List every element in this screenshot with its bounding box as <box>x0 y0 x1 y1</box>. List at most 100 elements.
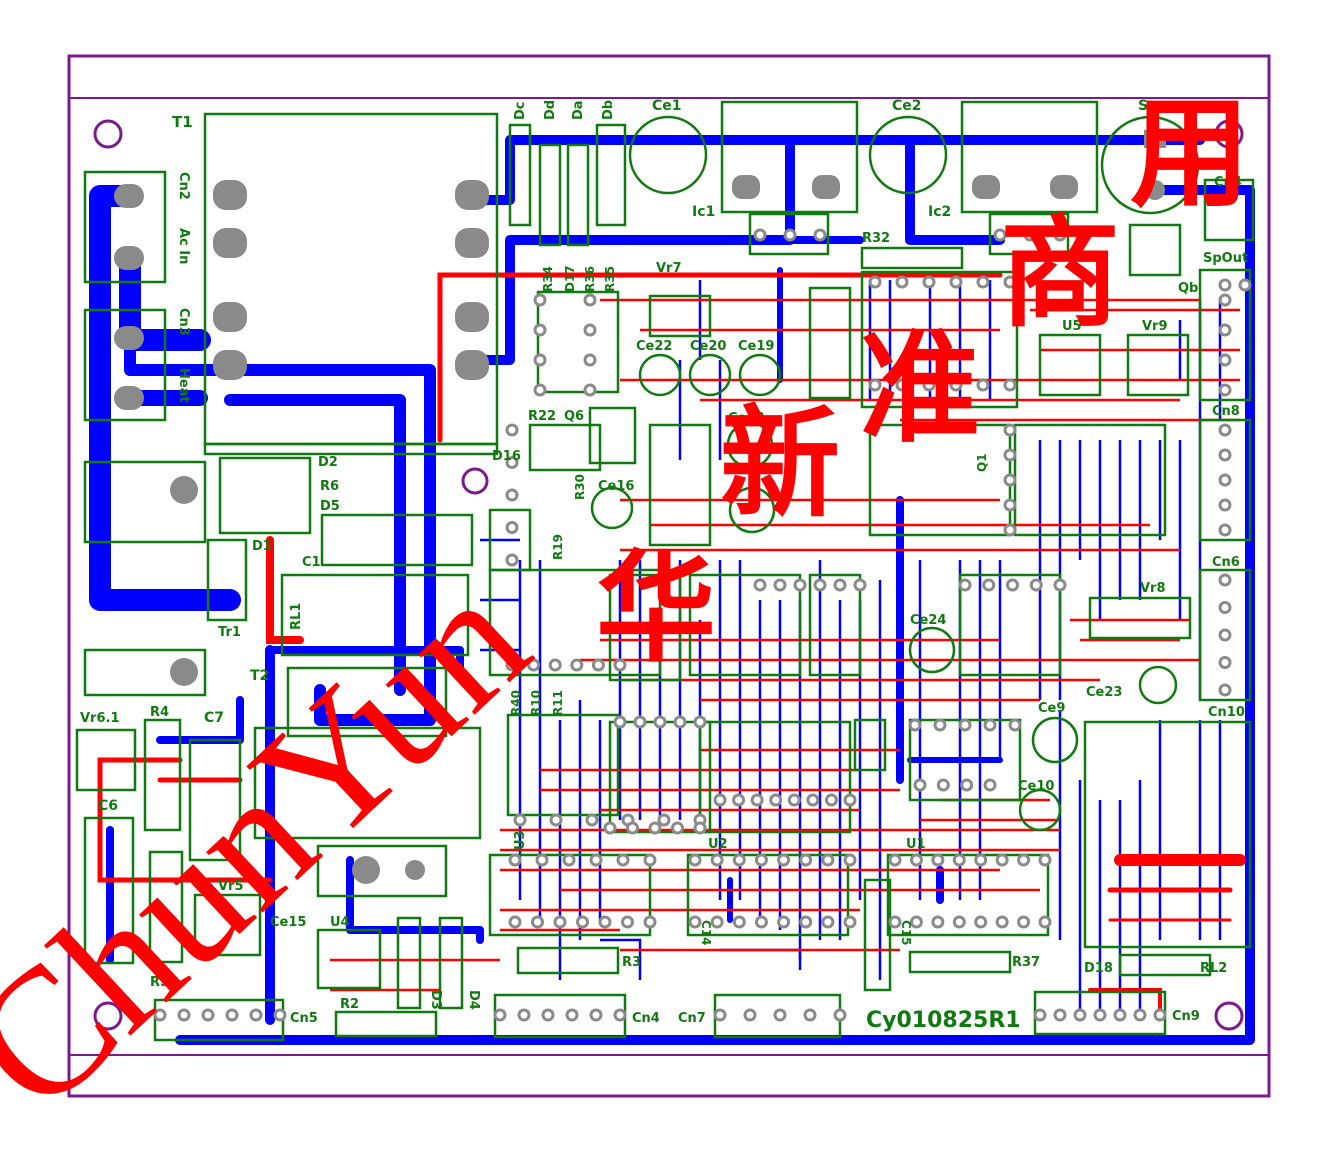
pad <box>806 793 820 807</box>
label-Db: Db <box>601 100 616 120</box>
pad <box>621 915 634 929</box>
pad <box>1003 473 1017 487</box>
pad <box>793 578 807 592</box>
label-D4: D4 <box>466 990 481 1010</box>
pad <box>1218 278 1232 292</box>
pad <box>225 1008 239 1022</box>
pad <box>732 793 746 807</box>
label-R30: R30 <box>573 474 587 500</box>
pad <box>868 378 882 392</box>
top-copper-traces <box>97 272 1246 1012</box>
label-Ce23: Ce23 <box>1086 685 1122 700</box>
pad <box>505 521 519 534</box>
label-D2: D2 <box>318 455 338 470</box>
label-Ce20: Ce20 <box>690 339 726 354</box>
label-Ce19: Ce19 <box>738 339 774 354</box>
pad <box>589 853 603 867</box>
pad <box>562 853 576 867</box>
label-R32: R32 <box>862 231 890 246</box>
pad <box>821 915 835 929</box>
pad <box>732 853 746 867</box>
label-D18: D18 <box>1084 961 1113 976</box>
pad <box>493 1008 507 1022</box>
label-Cn6: Cn6 <box>1212 555 1240 570</box>
label-R37: R37 <box>1012 955 1040 970</box>
pad <box>843 793 857 807</box>
through-hole-pads <box>153 228 1252 1022</box>
pad <box>958 718 972 732</box>
pad <box>922 275 936 289</box>
label-Vr5: Vr5 <box>218 879 244 894</box>
pad <box>949 378 963 392</box>
pad <box>732 915 746 929</box>
pad <box>1017 853 1031 867</box>
transformer-pads <box>114 130 1166 884</box>
pad <box>813 228 827 242</box>
label-Sp: Sp <box>1138 98 1158 114</box>
label-T2: T2 <box>250 668 269 684</box>
label-Heat: Heat <box>176 368 191 403</box>
pad <box>533 383 547 397</box>
pad <box>1003 448 1017 462</box>
pad <box>273 1008 287 1022</box>
pad <box>613 1008 627 1022</box>
pad <box>913 778 927 792</box>
pad <box>754 915 768 929</box>
label-Ce1: Ce1 <box>652 98 682 114</box>
label-Ic2: Ic2 <box>928 204 951 220</box>
label-Da: Da <box>571 100 586 120</box>
pad <box>750 793 764 807</box>
pad <box>613 715 627 729</box>
pad <box>565 1008 579 1022</box>
label-Cn4-right: Cn4 <box>1214 175 1242 190</box>
label-Ic1: Ic1 <box>692 204 715 220</box>
pad <box>936 778 950 792</box>
pad <box>541 1008 555 1022</box>
pad <box>958 578 972 592</box>
pad <box>1038 853 1052 867</box>
pad <box>1008 718 1022 732</box>
pad <box>643 915 657 929</box>
pad <box>1029 578 1043 592</box>
pad <box>949 275 963 289</box>
label-R10: R10 <box>529 690 543 716</box>
pad <box>153 1008 167 1022</box>
pad <box>583 353 597 367</box>
pad <box>974 853 988 867</box>
pad <box>1073 1008 1087 1022</box>
pad <box>533 323 547 337</box>
pad <box>909 915 923 929</box>
label-U1: U1 <box>906 837 926 852</box>
pad <box>1053 228 1067 242</box>
pad <box>201 1008 215 1022</box>
pad <box>531 915 544 929</box>
pad <box>1218 353 1232 367</box>
label-Ce10: Ce10 <box>1018 779 1054 794</box>
pad <box>585 813 599 827</box>
label-Ce22: Ce22 <box>636 339 672 354</box>
label-Q1: Q1 <box>975 453 989 472</box>
label-Cn7: Cn7 <box>678 1011 706 1026</box>
label-Vr7: Vr7 <box>656 261 682 276</box>
label-R36: R36 <box>583 266 597 292</box>
label-R2: R2 <box>340 997 359 1012</box>
label-Cn10: Cn10 <box>1208 705 1245 720</box>
pad <box>983 718 997 732</box>
pad <box>853 578 867 592</box>
pad <box>952 915 966 929</box>
label-D1: D1 <box>252 539 272 554</box>
pad <box>1218 683 1232 697</box>
pad <box>888 853 902 867</box>
pad <box>1023 228 1037 242</box>
pad <box>583 293 597 307</box>
pad <box>773 578 787 592</box>
pad <box>931 915 945 929</box>
pad <box>868 275 882 289</box>
label-Vr9: Vr9 <box>1142 319 1168 334</box>
pad <box>710 853 724 867</box>
pad <box>1053 578 1067 592</box>
pad <box>777 853 791 867</box>
label-RL2: RL2 <box>1200 961 1227 976</box>
board-outline <box>67 54 1271 1098</box>
pad <box>693 715 707 729</box>
